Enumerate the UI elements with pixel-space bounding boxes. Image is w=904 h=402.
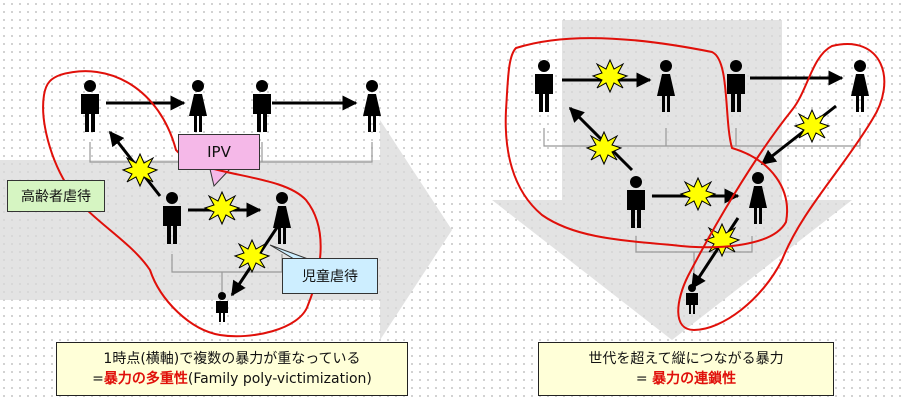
- ipv-label: IPV: [178, 134, 260, 170]
- left-panel-poly-victimization: IPV 高齢者虐待 児童虐待 1時点(横軸)で複数の暴力が重なっている =暴力の…: [0, 70, 452, 396]
- person-grandfather: [535, 60, 553, 112]
- caption-highlight: 暴力の連鎖性: [652, 371, 737, 387]
- person-grandmother: [189, 80, 207, 132]
- right-diagram: [492, 20, 886, 340]
- caption-prefix: =: [92, 371, 104, 387]
- red-outline-diagonal: [677, 43, 886, 332]
- burst-icon-ipv: [204, 191, 240, 225]
- person-woman-right: [363, 80, 381, 132]
- gray-vertical-arrow: [492, 20, 852, 340]
- caption-line1: 1時点(横軸)で複数の暴力が重なっている: [103, 351, 361, 367]
- caption-poly-victimization: 1時点(横軸)で複数の暴力が重なっている =暴力の多重性(Family poly…: [56, 342, 408, 396]
- right-panel-chain-of-violence: 世代を超えて縦につながる暴力 = 暴力の連鎖性: [452, 0, 904, 402]
- burst-icon-top: [592, 59, 628, 93]
- elder-abuse-label: 高齢者虐待: [7, 180, 105, 212]
- caption-chain-of-violence: 世代を超えて縦につながる暴力 = 暴力の連鎖性: [538, 342, 834, 396]
- red-outline-upper: [504, 37, 788, 249]
- burst-icon-right: [794, 109, 830, 143]
- burst-icon-child: [234, 239, 270, 273]
- caption-highlight: 暴力の多重性: [103, 371, 188, 387]
- caption-line1: 世代を超えて縦につながる暴力: [588, 351, 784, 367]
- child-abuse-label: 児童虐待: [282, 258, 378, 294]
- caption-prefix: =: [635, 371, 653, 387]
- burst-icon-bottom: [704, 223, 740, 257]
- person-woman-right: [851, 60, 869, 112]
- caption-suffix: (Family poly-victimization): [187, 371, 372, 387]
- burst-icon-elder: [122, 153, 158, 187]
- burst-icon-left: [586, 131, 622, 165]
- burst-icon-middle: [680, 177, 716, 211]
- person-grandfather: [81, 80, 99, 132]
- person-man-right: [253, 80, 271, 132]
